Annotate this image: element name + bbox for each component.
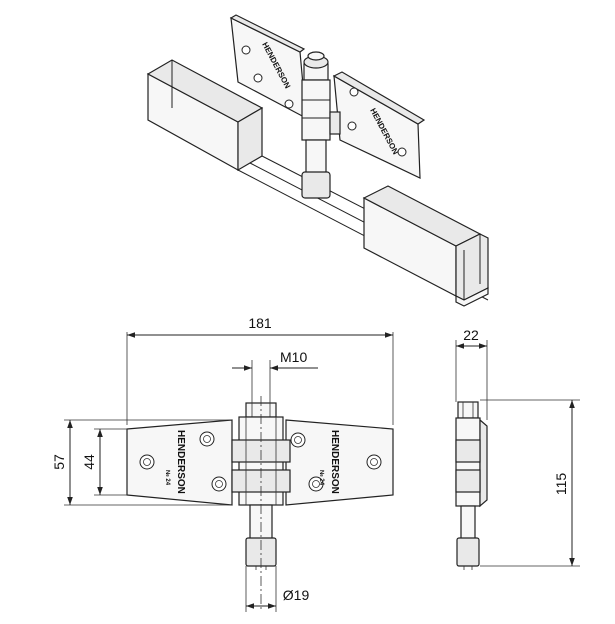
dim-height-inner: 44	[81, 428, 127, 496]
dim-22-label: 22	[463, 327, 479, 343]
dim-m10-label: M10	[280, 349, 307, 365]
front-model-left: № 24	[164, 470, 171, 486]
front-brand-right: HENDERSON	[329, 430, 340, 494]
dim-side-height: 115	[480, 399, 580, 567]
isometric-view: HENDERSON HENDERSON	[146, 14, 489, 307]
dim-side-depth: 22	[455, 327, 488, 420]
dim-57-label: 57	[51, 454, 67, 470]
iso-hinge-knuckle	[301, 51, 341, 199]
dim-bolt-thread: M10	[232, 349, 318, 403]
dim-pin-diameter: Ø19	[245, 566, 310, 612]
front-view: HENDERSON № 24 HENDERSON № 24 181	[51, 315, 394, 612]
front-brand-left: HENDERSON	[175, 430, 186, 494]
front-model-right: № 24	[318, 470, 325, 486]
side-view: 22 115	[455, 327, 580, 570]
dim-44-label: 44	[81, 454, 97, 470]
dim-overall-width: 181	[126, 315, 394, 425]
dim-height-outer: 57	[51, 419, 232, 506]
mounting-holes	[139, 431, 382, 492]
dim-181-label: 181	[248, 315, 272, 331]
front-knuckle	[231, 402, 291, 570]
u-channel-rail	[146, 59, 489, 307]
dim-dia19-label: Ø19	[283, 587, 310, 603]
dim-115-label: 115	[553, 473, 569, 496]
